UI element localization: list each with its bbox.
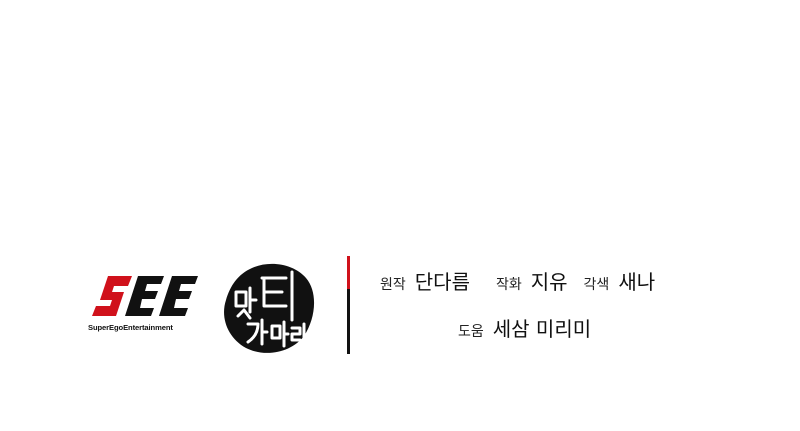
title-emblem-icon (224, 263, 315, 353)
credits-row-assist: 도움 세삼 미리미 (458, 313, 591, 345)
divider-black-segment (347, 289, 350, 354)
credit-name-original: 단다름 (414, 270, 470, 294)
divider-red-segment (347, 256, 350, 289)
credit-role-original: 원작 (380, 277, 406, 293)
logo-letter-e1 (125, 276, 164, 316)
credit-role-assist: 도움 (458, 324, 484, 340)
credit-name-art: 지유 (530, 270, 568, 294)
logo-letter-e2 (159, 276, 198, 316)
logo-tagline: SuperEgoEntertainment (88, 323, 173, 332)
logo-letter-s (92, 276, 132, 316)
section-divider (347, 256, 350, 354)
credit-role-art: 작화 (495, 277, 522, 293)
credit-name-assist: 세삼 미리미 (492, 317, 592, 341)
credits-row-main: 원작 단다름 작화 지유 각색 새나 (380, 266, 655, 298)
credit-role-color: 각색 (583, 277, 610, 293)
see-logo-icon (92, 276, 198, 316)
credit-name-color: 새나 (618, 270, 656, 294)
